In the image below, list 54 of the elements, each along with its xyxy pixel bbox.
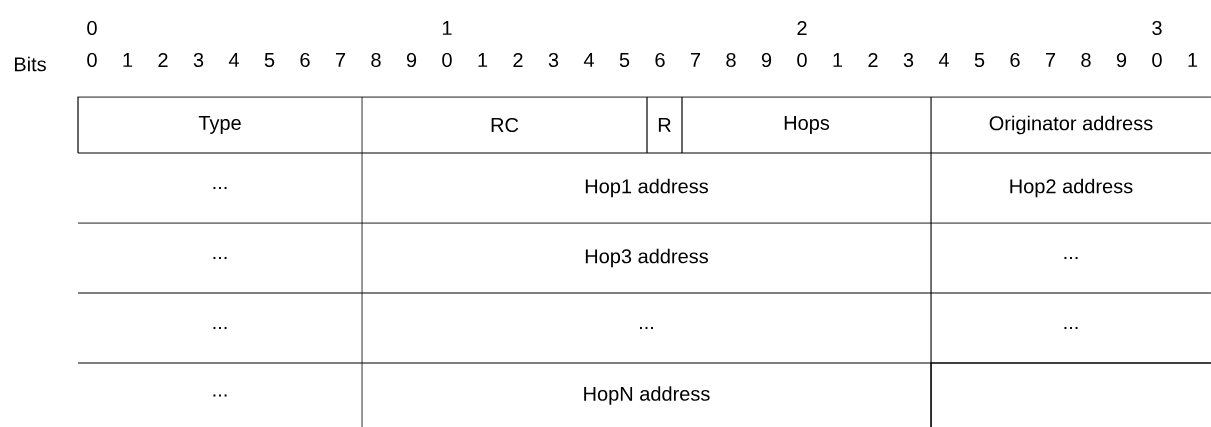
bit-number: 9 [761, 52, 772, 68]
bit-number: 3 [548, 52, 559, 68]
bit-number: 9 [406, 52, 417, 68]
bit-number: 7 [690, 53, 701, 67]
bit-number: 1 [1188, 53, 1198, 67]
bit-number: 3 [903, 52, 914, 68]
bit-number: 7 [335, 53, 346, 67]
bit-number: 4 [938, 53, 949, 67]
bit-number: 6 [1010, 52, 1020, 68]
field-label: Hops [784, 116, 830, 134]
bit-number: 2 [797, 21, 807, 35]
field-label: ... [1064, 256, 1078, 260]
field-label: Hop2 address [1010, 178, 1133, 198]
bit-number: 0 [1152, 52, 1162, 68]
bit-number: 4 [583, 53, 594, 67]
bit-number: 8 [726, 52, 736, 68]
bit-number: 0 [442, 52, 452, 68]
bit-number: 2 [513, 53, 523, 67]
field-label: Type [198, 116, 241, 134]
field-label: ... [213, 394, 227, 397]
bit-number: 1 [478, 53, 488, 67]
empty-cell [930, 362, 1211, 427]
bit-number: 0 [87, 52, 97, 68]
field-label: R [658, 118, 671, 132]
bit-number: 0 [797, 52, 807, 68]
bit-number: 9 [1116, 52, 1127, 68]
bit-number: 3 [193, 52, 204, 68]
bit-number: 3 [1152, 20, 1162, 36]
bit-number: 2 [868, 53, 878, 67]
bit-number: 4 [228, 53, 239, 67]
field-label: HopN address [584, 386, 710, 405]
bit-number: 7 [1045, 53, 1056, 67]
bit-number: 2 [158, 53, 168, 67]
field-label: Hop3 address [585, 248, 708, 268]
field-label: Hop1 address [585, 178, 708, 198]
field-label: ... [213, 256, 227, 260]
bit-number: 1 [833, 53, 843, 67]
bit-number: 1 [123, 53, 133, 67]
bit-number: 8 [371, 52, 381, 68]
field-label: ... [213, 326, 227, 330]
bit-number: 8 [1081, 52, 1091, 68]
field-label: ... [1064, 326, 1078, 330]
bit-number: 0 [87, 20, 97, 36]
bit-number: 5 [619, 53, 630, 67]
bit-number: 1 [442, 21, 452, 35]
bit-number: 5 [264, 53, 275, 67]
bit-number: 6 [300, 52, 310, 68]
bit-number: 6 [655, 52, 665, 68]
axis-label: Bits [14, 56, 46, 72]
field-label: Originator address [989, 115, 1153, 135]
field-label: RC [491, 117, 519, 133]
field-label: ... [640, 326, 653, 330]
bit-number: 5 [974, 53, 985, 67]
field-label: ... [213, 186, 227, 190]
